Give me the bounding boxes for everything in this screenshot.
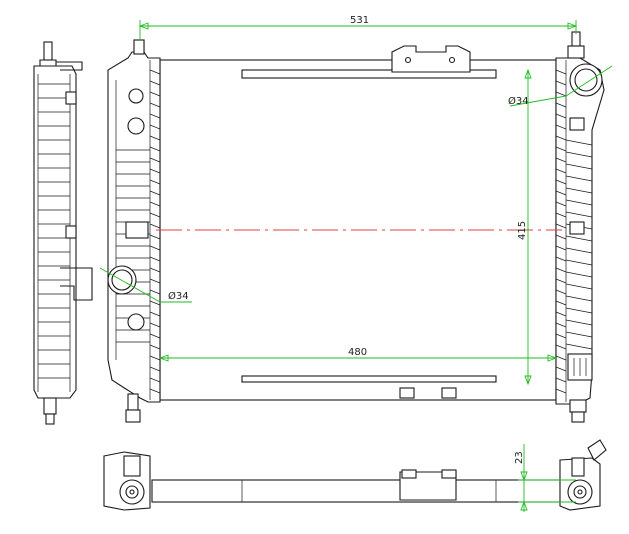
right-tank-rib (555, 333, 567, 339)
left-tank-rib (149, 388, 161, 394)
left-tank-rib (149, 146, 161, 152)
right-tank-fin (565, 163, 593, 170)
left-tank-rib (149, 223, 161, 229)
right-tank-rib (555, 256, 567, 262)
right-tank-rib (555, 366, 567, 372)
right-tank-rib (555, 179, 567, 185)
right-tank-rib (555, 135, 567, 141)
right-tank-fin (565, 199, 593, 206)
right-tank-rib (555, 300, 567, 306)
left-tank-rib (149, 135, 161, 141)
left-tank-rib (149, 256, 161, 262)
left-tank-rib (149, 91, 161, 97)
right-tank-fin (565, 271, 593, 278)
right-tank-rib (555, 311, 567, 317)
left-tank-rib (149, 267, 161, 273)
right-tank-fin (565, 211, 593, 218)
right-tank-fin (565, 151, 593, 158)
right-tank-fin (565, 331, 593, 338)
left-tank-rib (149, 245, 161, 251)
dim-core-width: 480 (348, 347, 367, 358)
left-tank-rib (149, 190, 161, 196)
right-tank-fin (565, 187, 593, 194)
bottom-view: 23 (103, 439, 607, 512)
left-tank-rib (149, 69, 161, 75)
right-tank-rib (555, 234, 567, 240)
left-tank-rib (149, 344, 161, 350)
left-tank-rib (149, 333, 161, 339)
right-tank-rib (555, 157, 567, 163)
front-view (107, 31, 605, 423)
right-tank-rib (555, 267, 567, 273)
right-tank-rib (555, 355, 567, 361)
right-tank-rib (555, 124, 567, 130)
left-tank-rib (149, 366, 161, 372)
left-tank-rib (149, 311, 161, 317)
right-tank-fin (565, 247, 593, 254)
dim-bottom-offset: 23 (514, 451, 525, 464)
dim-inlet-diameter: Ø34 (168, 290, 189, 302)
left-tank-rib (149, 355, 161, 361)
right-tank-rib (555, 113, 567, 119)
right-tank-rib (555, 69, 567, 75)
left-tank-rib (149, 234, 161, 240)
left-tank-rib (149, 124, 161, 130)
left-tank-rib (149, 289, 161, 295)
right-tank-rib (555, 146, 567, 152)
left-tank-rib (149, 80, 161, 86)
left-tank-rib (149, 278, 161, 284)
dim-core-height: 415 (517, 221, 528, 240)
right-tank-fin (565, 319, 593, 326)
right-tank-rib (555, 102, 567, 108)
left-tank-rib (149, 102, 161, 108)
right-tank-fin (565, 343, 593, 350)
dim-overall-width: 531 (350, 15, 369, 26)
right-tank-fin (565, 139, 593, 146)
right-tank-rib (555, 322, 567, 328)
left-tank-rib (149, 157, 161, 163)
right-tank-rib (555, 278, 567, 284)
right-tank-fin (565, 235, 593, 242)
right-tank-rib (555, 289, 567, 295)
right-tank-rib (555, 377, 567, 383)
right-tank-fin (565, 175, 593, 182)
right-tank-rib (555, 168, 567, 174)
left-tank-rib (149, 201, 161, 207)
right-tank-fin (565, 259, 593, 266)
left-tank-rib (149, 212, 161, 218)
right-tank-rib (555, 91, 567, 97)
dimensions: 531 480 415 Ø34 Ø34 (99, 15, 613, 386)
left-tank-rib (149, 377, 161, 383)
right-tank-rib (555, 223, 567, 229)
right-tank-rib (555, 190, 567, 196)
left-tank-rib (149, 300, 161, 306)
right-tank-fin (565, 307, 593, 314)
right-tank-rib (555, 80, 567, 86)
left-tank-rib (149, 168, 161, 174)
right-tank-fin (565, 283, 593, 290)
right-tank-rib (555, 388, 567, 394)
right-tank-rib (555, 245, 567, 251)
left-tank-rib (149, 179, 161, 185)
right-tank-rib (555, 212, 567, 218)
dim-outlet-diameter: Ø34 (508, 95, 529, 107)
right-tank-rib (555, 201, 567, 207)
left-tank-rib (149, 113, 161, 119)
side-view (33, 41, 93, 425)
left-tank-rib (149, 322, 161, 328)
right-tank-rib (555, 344, 567, 350)
right-tank-fin (565, 295, 593, 302)
